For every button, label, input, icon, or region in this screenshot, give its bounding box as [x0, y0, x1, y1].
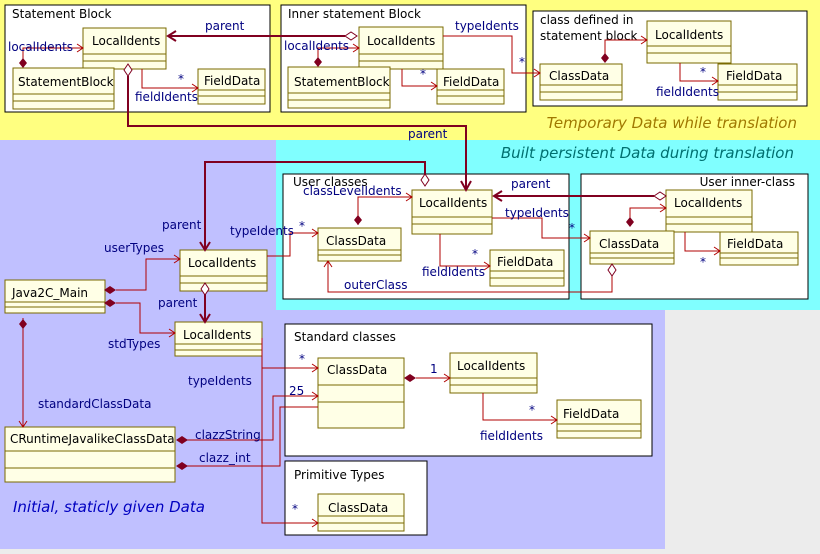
- role-outerclass: outerClass: [344, 278, 408, 292]
- class-fielddata-user[interactable]: FieldData: [489, 249, 565, 287]
- class-localidents-stmt[interactable]: LocalIdents: [82, 27, 167, 70]
- class-localidents-standard[interactable]: LocalIdents: [449, 352, 538, 394]
- class-localidents-userinner[interactable]: LocalIdents: [665, 189, 753, 233]
- role-typeidents-3: typeIdents: [230, 224, 294, 238]
- mult-star-1: *: [178, 72, 184, 86]
- role-fieldidents-4: fieldIdents: [480, 429, 543, 443]
- role-parent-3: parent: [511, 177, 551, 191]
- class-fielddata-inner[interactable]: FieldData: [436, 68, 505, 105]
- role-clazzint: clazz_int: [199, 451, 251, 465]
- class-localidents-inner[interactable]: LocalIdents: [358, 26, 444, 70]
- svg-text:LocalIdents: LocalIdents: [655, 28, 723, 42]
- temporary-zone-title: Temporary Data while translation: [547, 114, 797, 132]
- svg-text:ClassData: ClassData: [599, 237, 659, 251]
- class-cruntime-javalike[interactable]: CRuntimeJavalikeClassData: [4, 426, 176, 483]
- svg-text:ClassData: ClassData: [549, 69, 609, 83]
- svg-text:FieldData: FieldData: [204, 74, 260, 88]
- mult-star-8: *: [299, 219, 305, 233]
- role-fieldidents-1: fieldIdents: [135, 90, 198, 104]
- package-class-in-statement-label-1: class defined in: [540, 13, 634, 27]
- role-typeidents-4: typeIdents: [188, 374, 252, 388]
- class-fielddata-standard[interactable]: FieldData: [556, 399, 642, 439]
- svg-text:StatementBlock: StatementBlock: [18, 75, 114, 89]
- mult-star-9: *: [299, 352, 305, 366]
- package-statement-block-label: Statement Block: [12, 7, 111, 21]
- mult-star-11: *: [529, 403, 535, 417]
- class-classdata-userinner[interactable]: ClassData: [589, 230, 675, 265]
- mult-star-3: *: [420, 67, 426, 81]
- package-standard-classes-label: Standard classes: [294, 330, 396, 344]
- role-localidents-2: localIdents: [284, 39, 349, 53]
- mult-star-5: *: [569, 221, 575, 235]
- arrowheads: [18, 30, 721, 528]
- svg-text:FieldData: FieldData: [497, 255, 553, 269]
- svg-text:FieldData: FieldData: [563, 407, 619, 421]
- role-classlevelidents: classLevelIdents: [303, 184, 402, 198]
- class-classdata-user[interactable]: ClassData: [317, 227, 402, 262]
- mult-star-6: *: [472, 247, 478, 261]
- class-localidents-classdef[interactable]: LocalIdents: [646, 20, 732, 64]
- mult-star-4: *: [700, 65, 706, 79]
- role-standardclassdata: standardClassData: [38, 397, 151, 411]
- class-classdata-classdef[interactable]: ClassData: [539, 63, 623, 101]
- svg-text:FieldData: FieldData: [726, 69, 782, 83]
- association-links: [22, 35, 720, 524]
- svg-text:LocalIdents: LocalIdents: [92, 34, 160, 48]
- svg-text:StatementBlock: StatementBlock: [294, 75, 390, 89]
- role-fieldidents-2: fieldIdents: [656, 85, 719, 99]
- svg-text:LocalIdents: LocalIdents: [674, 196, 742, 210]
- mult-star-2: *: [519, 55, 525, 69]
- class-fielddata-stmt[interactable]: FieldData: [197, 68, 266, 105]
- role-typeidents-2: typeIdents: [505, 206, 569, 220]
- role-usertypes: userTypes: [104, 241, 164, 255]
- package-primitive-types-label: Primitive Types: [294, 468, 384, 482]
- role-typeidents-1: typeIdents: [455, 19, 519, 33]
- parent-links: [127, 35, 654, 322]
- role-clazzstring: clazzString: [195, 428, 261, 442]
- class-localidents-user[interactable]: LocalIdents: [411, 189, 493, 235]
- svg-text:LocalIdents: LocalIdents: [183, 328, 251, 342]
- role-parent-2: parent: [408, 127, 448, 141]
- composition-diamonds: [19, 31, 667, 470]
- svg-text:CRuntimeJavalikeClassData: CRuntimeJavalikeClassData: [10, 432, 175, 446]
- svg-text:LocalIdents: LocalIdents: [457, 359, 525, 373]
- svg-text:LocalIdents: LocalIdents: [367, 34, 435, 48]
- empty-corner: [665, 310, 820, 549]
- svg-text:ClassData: ClassData: [328, 501, 388, 515]
- svg-text:Java2C_Main: Java2C_Main: [11, 286, 88, 300]
- svg-text:FieldData: FieldData: [443, 75, 499, 89]
- class-classdata-primitive[interactable]: ClassData: [317, 493, 405, 532]
- package-class-in-statement-label-2: statement block: [540, 29, 637, 43]
- persistent-zone-title: Built persistent Data during translation: [501, 144, 794, 162]
- initial-zone-title: Initial, staticly given Data: [13, 498, 205, 516]
- class-java2c-main[interactable]: Java2C_Main: [4, 279, 106, 314]
- class-statementblock-outer[interactable]: StatementBlock: [12, 67, 115, 110]
- role-parent-4: parent: [162, 218, 202, 232]
- class-fielddata-userinner[interactable]: FieldData: [719, 231, 799, 266]
- role-stdtypes: stdTypes: [108, 337, 160, 351]
- package-user-inner-class-label: User inner-class: [700, 175, 795, 189]
- mult-star-7: *: [700, 255, 706, 269]
- class-statementblock-inner[interactable]: StatementBlock: [287, 66, 391, 109]
- role-localidents-1: localIdents: [8, 40, 73, 54]
- svg-text:FieldData: FieldData: [727, 237, 783, 251]
- mult-star-10: *: [292, 502, 298, 516]
- svg-text:ClassData: ClassData: [326, 234, 386, 248]
- mult-one: 1: [430, 362, 438, 376]
- role-fieldidents-3: fieldIdents: [422, 265, 485, 279]
- class-localidents-usertypes[interactable]: LocalIdents: [179, 249, 268, 292]
- mult-25: 25: [289, 384, 304, 398]
- class-localidents-stdtypes[interactable]: LocalIdents: [174, 321, 263, 357]
- class-fielddata-classdef[interactable]: FieldData: [717, 63, 798, 101]
- package-user-classes-label: User classes: [293, 175, 368, 189]
- svg-text:LocalIdents: LocalIdents: [419, 196, 487, 210]
- svg-text:ClassData: ClassData: [327, 363, 387, 377]
- svg-text:LocalIdents: LocalIdents: [188, 256, 256, 270]
- package-inner-statement-block-label: Inner statement Block: [288, 7, 421, 21]
- class-classdata-standard[interactable]: ClassData: [317, 357, 405, 429]
- role-parent-5: parent: [158, 296, 198, 310]
- role-parent-1: parent: [205, 19, 245, 33]
